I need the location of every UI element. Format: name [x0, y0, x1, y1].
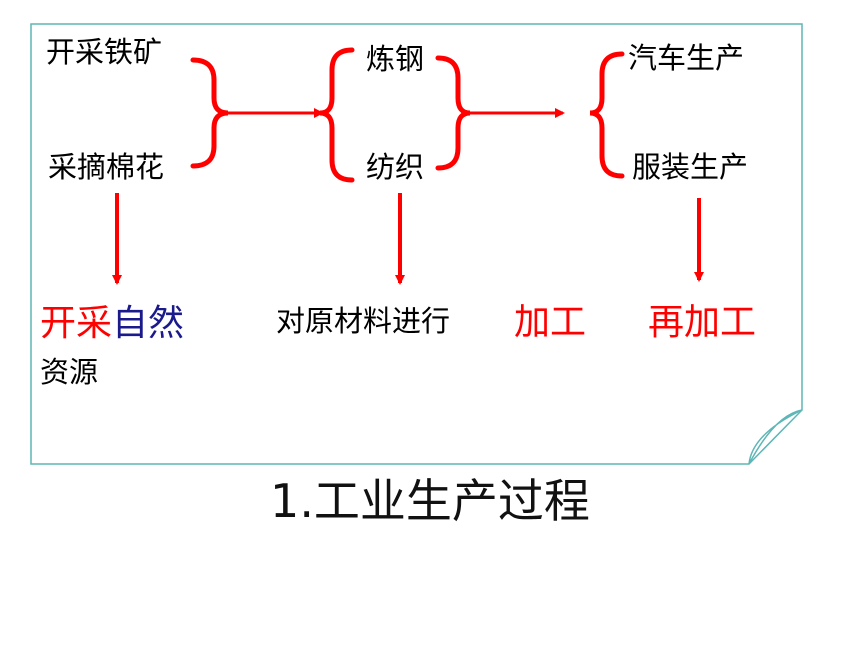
note-frame: [30, 23, 803, 465]
stage1-bottom-label: 采摘棉花: [48, 150, 165, 184]
result2-red-text: 加工: [514, 302, 587, 343]
stage1-top-label: 开采铁矿: [46, 35, 163, 69]
stage3-top-label: 汽车生产: [628, 41, 745, 75]
stage2-top-label: 炼钢: [366, 42, 425, 76]
brace-left-3: [589, 51, 625, 179]
stage2-bottom-label: 纺织: [366, 150, 425, 184]
folded-corner: [748, 409, 803, 465]
result1-navy-text: 自然: [112, 303, 185, 344]
brace-left-2: [319, 47, 355, 183]
result1-line2: 资源: [40, 355, 99, 389]
result2-prefix: 对原材料进行: [276, 304, 451, 338]
result3-red-text: 再加工: [648, 302, 757, 343]
result1-red-text: 开采: [40, 303, 113, 344]
stage3-bottom-label: 服装生产: [632, 150, 749, 184]
result1-line1: 开采自然: [40, 306, 184, 342]
diagram-caption: 1.工业生产过程: [270, 474, 590, 528]
